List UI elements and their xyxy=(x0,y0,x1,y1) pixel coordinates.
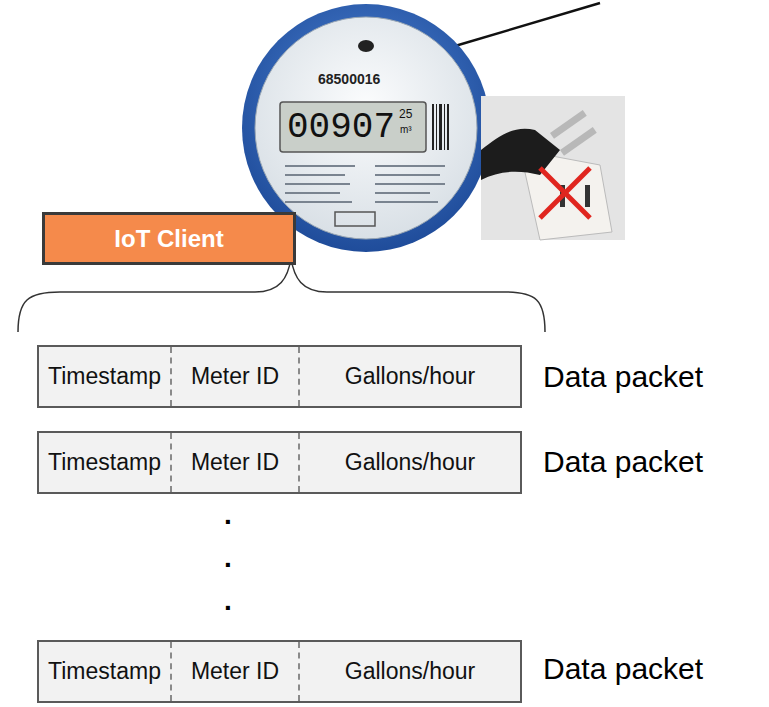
reading-unit: m³ xyxy=(400,124,412,135)
reading-decimals: 25 xyxy=(399,108,412,121)
timestamp-field: Timestamp xyxy=(39,347,170,406)
flow-rate-field: Gallons/hour xyxy=(298,347,520,406)
plug-icon xyxy=(481,96,625,240)
client-box: IoT Client xyxy=(42,212,296,265)
client-label: IoT Client xyxy=(114,225,223,253)
leader-line xyxy=(455,3,600,46)
meter-reading: 00907 xyxy=(287,108,395,148)
data-packet-row: TimestampMeter IDGallons/hour xyxy=(37,431,522,494)
data-packet-row: TimestampMeter IDGallons/hour xyxy=(37,640,522,703)
ellipsis-dot: . xyxy=(224,543,232,574)
timestamp-field: Timestamp xyxy=(39,642,170,701)
packet-label: Data packet xyxy=(543,652,703,685)
packet-label: Data packet xyxy=(543,360,703,393)
meter-id-field: Meter ID xyxy=(170,642,298,701)
meter-id-field: Meter ID xyxy=(170,347,298,406)
meter-serial: 68500016 xyxy=(318,72,380,87)
timestamp-field: Timestamp xyxy=(39,433,170,492)
meter-id-field: Meter ID xyxy=(170,433,298,492)
data-packet-row: TimestampMeter IDGallons/hour xyxy=(37,345,522,408)
flow-rate-field: Gallons/hour xyxy=(298,642,520,701)
flow-rate-field: Gallons/hour xyxy=(298,433,520,492)
ellipsis-dot: . xyxy=(224,586,232,617)
curly-brace xyxy=(18,258,545,332)
packet-label: Data packet xyxy=(543,445,703,478)
ellipsis-dot: . xyxy=(224,500,232,531)
